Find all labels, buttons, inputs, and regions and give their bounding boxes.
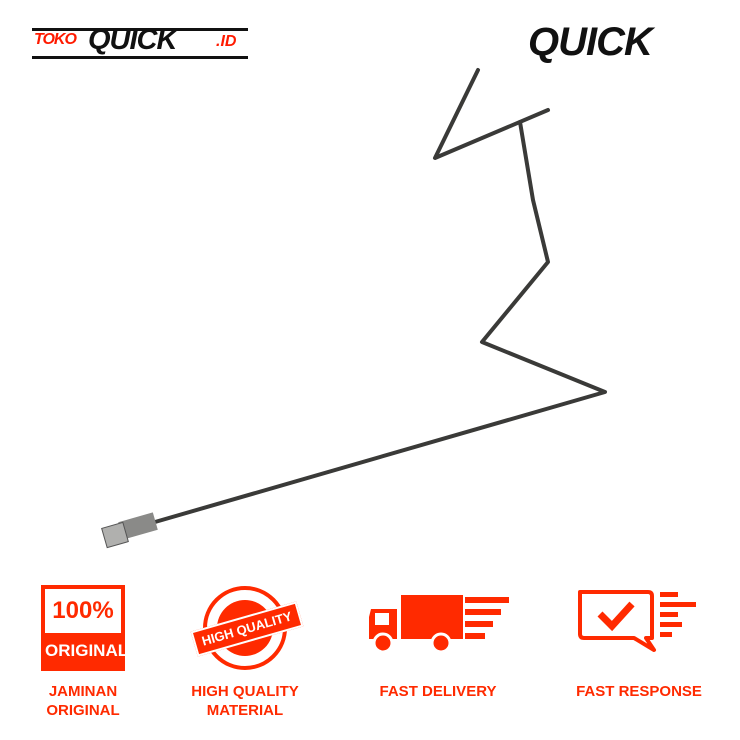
high-quality-stamp-icon: HIGH QUALITY xyxy=(170,582,320,674)
logo-bar-bottom xyxy=(32,56,248,59)
logo-suffix: .ID xyxy=(216,33,237,50)
logo-bar-top xyxy=(32,28,248,31)
badge-fast-delivery: FAST DELIVERY xyxy=(363,582,513,701)
logo-brand: QUICK xyxy=(88,24,177,56)
original-100-icon: 100% ORIGINAL xyxy=(8,582,158,674)
toko-quick-logo: TOKO QUICK .ID xyxy=(30,24,250,60)
delivery-truck-icon xyxy=(363,582,513,674)
logo-prefix: TOKO xyxy=(34,31,77,48)
chat-check-icon xyxy=(564,582,714,674)
badge-label: FAST RESPONSE xyxy=(576,683,702,700)
brake-pipe-icon xyxy=(101,68,607,549)
pipe-main-segment xyxy=(153,120,607,524)
badge-label: FAST DELIVERY xyxy=(379,683,497,700)
pipe-top-segment xyxy=(433,68,550,160)
badge-fast-response: FAST RESPONSE xyxy=(564,582,714,701)
pipe-fitting xyxy=(101,512,158,549)
quick-brand-logo: QUICK xyxy=(528,20,653,64)
